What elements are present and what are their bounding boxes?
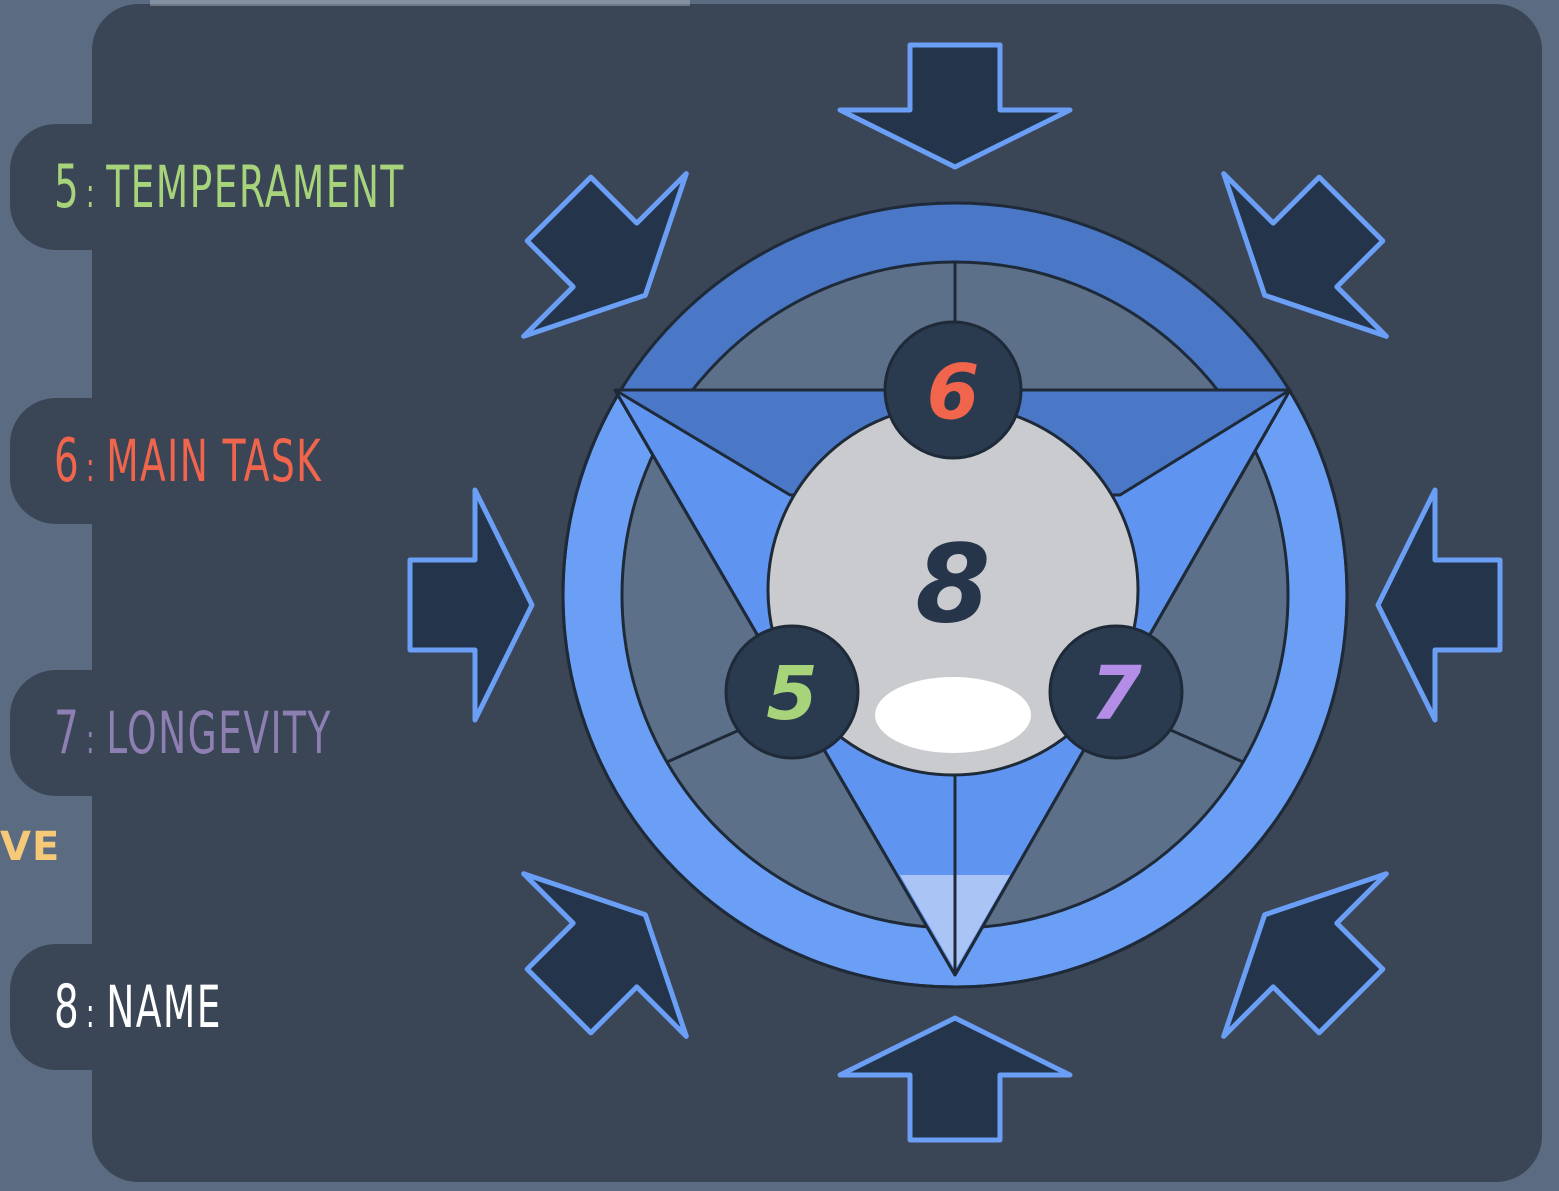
center-label: 8: [915, 523, 990, 648]
arrow-south-icon: [837, 1015, 1073, 1143]
arrow-northeast-icon: [1221, 171, 1389, 339]
tab-number: 7: [54, 698, 81, 768]
tab-temperament[interactable]: 5:TEMPERAMENT: [10, 124, 570, 250]
arrow-group: [407, 42, 1503, 1143]
node-7[interactable]: 7: [1048, 624, 1184, 760]
tab-number: 6: [54, 426, 81, 496]
node-5[interactable]: 5: [724, 624, 860, 760]
tab-number: 5: [54, 152, 81, 222]
node-6[interactable]: 6: [883, 320, 1023, 460]
arrow-north-icon: [837, 42, 1073, 170]
tab-number: 8: [54, 972, 81, 1042]
arrow-east-icon: [1375, 487, 1503, 723]
tab-label: LONGEVITY: [106, 699, 332, 767]
arrow-southeast-icon: [1221, 871, 1389, 1039]
node-6-label: 6: [927, 348, 980, 437]
arrow-southwest-icon: [521, 871, 689, 1039]
node-5-label: 5: [766, 651, 818, 737]
arrow-west-icon: [407, 487, 535, 723]
side-label-fragment: VE: [0, 824, 61, 870]
tab-name[interactable]: 8:NAME: [10, 944, 570, 1070]
tab-label: MAIN TASK: [106, 427, 323, 495]
arrow-northwest-icon: [521, 171, 689, 339]
tab-label: NAME: [106, 973, 222, 1041]
node-7-label: 7: [1090, 651, 1142, 737]
tab-label: TEMPERAMENT: [106, 153, 405, 221]
center-highlight: [875, 677, 1031, 753]
top-edge-strip: [150, 0, 690, 6]
